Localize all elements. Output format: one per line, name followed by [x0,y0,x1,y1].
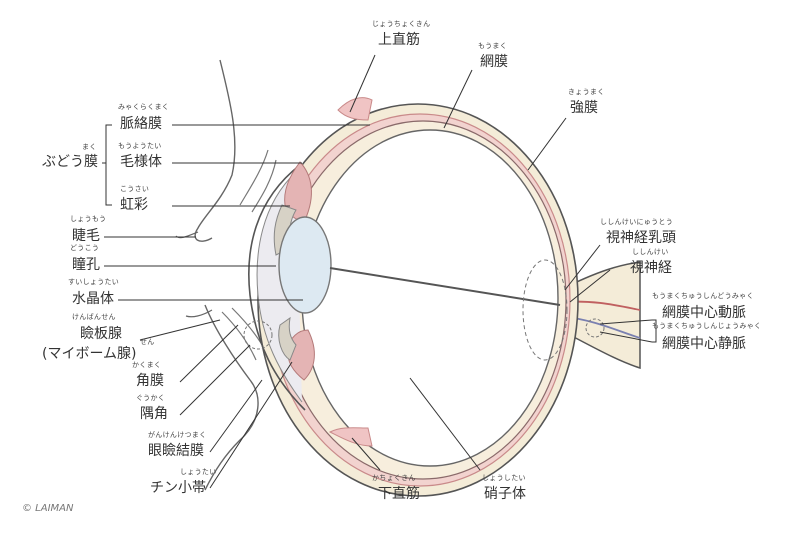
upper-eyelid-contour [194,59,236,242]
uvea-bracket [105,124,112,206]
meibomian-alt-label: (マイボーム腺) [42,346,137,362]
inferior-rectus-shape [328,427,373,447]
superior-rectus-ruby: じょうちょくきん [372,20,431,28]
inferior-rectus-ruby: かちょくきん [372,474,416,482]
sclera-ruby: きょうまく [568,88,605,96]
vitreous-ruby: しょうしたい [482,474,526,482]
optic-nerve-label: 視神経 [630,260,672,276]
eyelash-lower [185,309,213,318]
zonule-ruby: しょうたい [180,468,217,476]
angle-label: 隅角 [140,406,168,422]
ciliary-body-label: 毛様体 [120,154,162,170]
lens-label: 水晶体 [72,291,114,307]
conjunctiva-label: 眼瞼結膜 [148,443,204,459]
superior-rectus-shape [337,97,373,121]
choroid-label: 脈絡膜 [120,116,162,132]
retina-ruby: もうまく [478,42,507,50]
pupil-ruby: どうこう [70,244,100,252]
lens-shape [278,216,332,314]
retina-label: 網膜 [480,54,508,70]
optic-disc-label: 視神経乳頭 [606,230,676,246]
inferior-rectus-label: 下直筋 [378,486,420,502]
vessel-bracket [652,319,657,343]
uvea-ruby: まく [82,143,97,151]
pupil-label: 瞳孔 [72,257,100,273]
lower-eyelid-contour [204,304,259,491]
optic-nerve-ruby: ししんけい [632,248,669,256]
credit-text: © LAIMAN [22,503,74,514]
central-artery-ruby: もうまくちゅうしんどうみゃく [652,292,754,300]
eyelash-label: 睫毛 [72,228,100,244]
meibomian-alt-ruby: せん [140,338,155,346]
zonule-label: チン小帯 [150,480,206,496]
eyelash-ruby: しょうもう [70,215,107,223]
optic-nerve-shape [559,261,641,370]
vitreous-label: 硝子体 [484,486,526,502]
conjunctiva-ruby: がんけんけつまく [148,431,207,439]
superior-rectus-label: 上直筋 [378,32,420,48]
leader-lines [104,54,653,489]
central-artery-label: 網膜中心動脈 [662,305,746,321]
iris-lower [278,316,297,361]
optic-disc-highlight [522,259,568,361]
uvea-label: ぶどう膜 [42,154,98,170]
cornea-shape [248,164,306,411]
central-vein-label: 網膜中心静脈 [662,336,746,352]
ciliary-body-ruby: もうようたい [118,142,162,150]
sclera-label: 強膜 [570,100,598,116]
cornea-ruby: かくまく [132,361,162,369]
lens-ruby: すいしょうたい [68,278,120,286]
meibomian-ruby: けんばんせん [72,313,116,321]
cornea-label: 角膜 [136,373,164,389]
iris-label: 虹彩 [120,197,148,213]
ciliary-body-upper [284,161,312,221]
iris-ruby: こうさい [120,185,150,193]
choroid-ruby: みゃくらくまく [118,103,170,111]
angle-ruby: ぐうかく [136,394,166,402]
optic-disc-ruby: ししんけいにゅうとう [600,218,673,226]
angle-highlight [243,320,273,350]
meibomian-label: 瞼板腺 [80,326,122,342]
vessel-highlight [585,318,605,338]
central-vein-ruby: もうまくちゅうしんじょうみゃく [652,322,762,330]
